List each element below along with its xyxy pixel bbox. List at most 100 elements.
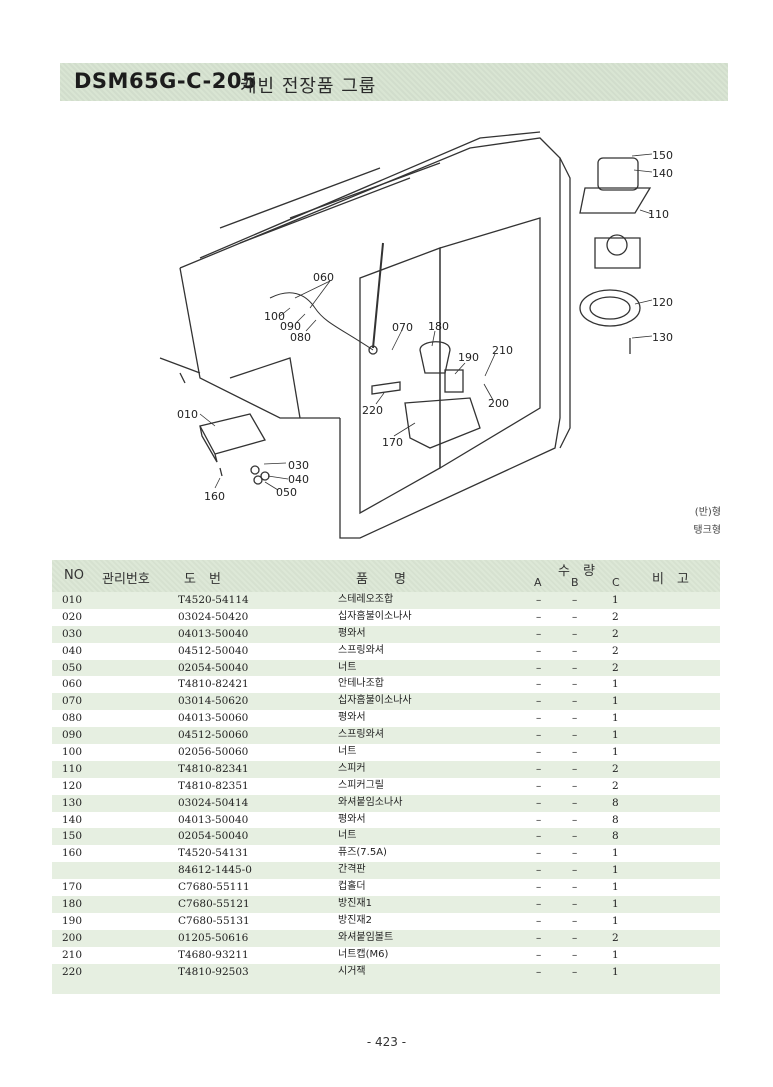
cell-part-name: 퓨즈(7.5A): [338, 847, 387, 859]
speaker-grill-shape: [579, 289, 641, 327]
cell-part-name: 간격판: [338, 864, 366, 876]
cell-drawing-no: 04013-50040: [178, 813, 249, 826]
cell-qty-b: –: [572, 661, 578, 674]
cell-qty-b: –: [572, 847, 578, 860]
cell-no: 120: [62, 779, 83, 792]
stereo-shape: [199, 413, 266, 455]
cell-part-name: 너트: [338, 830, 357, 842]
cell-qty-a: –: [536, 965, 542, 978]
cell-no: 140: [62, 813, 83, 826]
cell-qty-c: 1: [612, 914, 619, 927]
cell-qty-a: –: [536, 847, 542, 860]
cell-qty-a: –: [536, 627, 542, 640]
cell-qty-b: –: [572, 914, 578, 927]
cell-no: 030: [62, 627, 83, 640]
cell-part-name: 평와서: [338, 712, 366, 724]
cell-qty-b: –: [572, 644, 578, 657]
cell-part-name: 방진재1: [338, 898, 372, 910]
callout-090: 090: [280, 320, 301, 333]
cell-drawing-no: 04512-50040: [178, 644, 249, 657]
group-title: 캐빈 전장품 그룹: [240, 76, 377, 97]
cell-part-name: 시거잭: [338, 965, 366, 977]
cell-qty-c: 1: [612, 746, 619, 759]
cell-qty-a: –: [536, 948, 542, 961]
cell-drawing-no: C7680-55111: [178, 881, 250, 894]
cell-part-name: 십자홈불이소나사: [338, 695, 412, 707]
cell-qty-a: –: [536, 695, 542, 708]
cell-qty-a: –: [536, 712, 542, 725]
cell-part-name: 스피커: [338, 762, 366, 774]
cell-qty-c: 1: [612, 948, 619, 961]
cell-qty-b: –: [572, 762, 578, 775]
header-part-name: 품 명: [356, 572, 406, 587]
callout-170: 170: [382, 436, 403, 449]
cell-part-name: 스피커그릴: [338, 779, 384, 791]
cell-drawing-no: 04512-50060: [178, 729, 249, 742]
cell-part-name: 스테레오조합: [338, 594, 394, 605]
cell-part-name: 평와서: [338, 627, 366, 639]
cell-qty-b: –: [572, 594, 578, 606]
cell-drawing-no: 03014-50620: [178, 695, 249, 708]
cell-qty-a: –: [536, 644, 542, 657]
cell-drawing-no: 04013-50060: [178, 712, 249, 725]
cell-drawing-no: T4810-82421: [178, 678, 249, 691]
cell-qty-c: 8: [612, 813, 619, 826]
cell-qty-c: 2: [612, 627, 619, 640]
cell-no: 050: [62, 661, 83, 674]
cell-drawing-no: T4520-54131: [178, 847, 249, 860]
cell-no: 020: [62, 610, 83, 623]
callout-080: 080: [290, 331, 311, 344]
callout-130: 130: [652, 331, 673, 344]
cell-drawing-no: 01205-50616: [178, 931, 249, 944]
cabin-frame-outline: [179, 137, 561, 539]
callout-200: 200: [488, 397, 509, 410]
cell-qty-c: 1: [612, 965, 619, 978]
cell-drawing-no: T4680-93211: [178, 948, 249, 961]
cell-qty-a: –: [536, 610, 542, 623]
callout-180: 180: [428, 320, 449, 333]
variant-note-1: (반)형: [694, 507, 721, 518]
cell-qty-a: –: [536, 762, 542, 775]
callout-110: 110: [648, 208, 669, 221]
cell-part-name: 와셔붙임소나사: [338, 796, 403, 808]
cell-drawing-no: C7680-55131: [178, 914, 250, 927]
cell-qty-b: –: [572, 881, 578, 894]
cell-qty-c: 1: [612, 594, 619, 606]
cell-drawing-no: T4810-82341: [178, 762, 249, 775]
cell-qty-b: –: [572, 898, 578, 911]
cell-qty-c: 1: [612, 712, 619, 725]
window-opening: [439, 217, 541, 470]
cell-no: 200: [62, 931, 83, 944]
cell-part-name: 너트: [338, 746, 357, 758]
cell-drawing-no: T4810-92503: [178, 965, 249, 978]
parts-table-header: NO 관리번호 도 번 품 명 수 량 A B C 비 고: [52, 560, 720, 592]
cell-drawing-no: 02054-50040: [178, 830, 249, 843]
cell-part-name: 평와서: [338, 813, 366, 825]
cell-qty-a: –: [536, 594, 542, 606]
cell-qty-b: –: [572, 678, 578, 691]
cell-no: 110: [62, 762, 83, 775]
cell-part-name: 컵홀더: [338, 881, 366, 893]
cell-qty-a: –: [536, 898, 542, 911]
cell-no: 090: [62, 729, 83, 742]
cell-drawing-no: C7680-55121: [178, 898, 250, 911]
cell-qty-c: 2: [612, 931, 619, 944]
callout-010: 010: [177, 408, 198, 421]
cell-qty-a: –: [536, 914, 542, 927]
cell-qty-c: 8: [612, 796, 619, 809]
cell-drawing-no: T4520-54114: [178, 594, 249, 606]
callout-120: 120: [652, 296, 673, 309]
cell-no: 150: [62, 830, 83, 843]
cell-drawing-no: 03024-50414: [178, 796, 249, 809]
cell-qty-a: –: [536, 864, 542, 877]
cell-qty-c: 1: [612, 881, 619, 894]
header-no: NO: [64, 568, 84, 583]
